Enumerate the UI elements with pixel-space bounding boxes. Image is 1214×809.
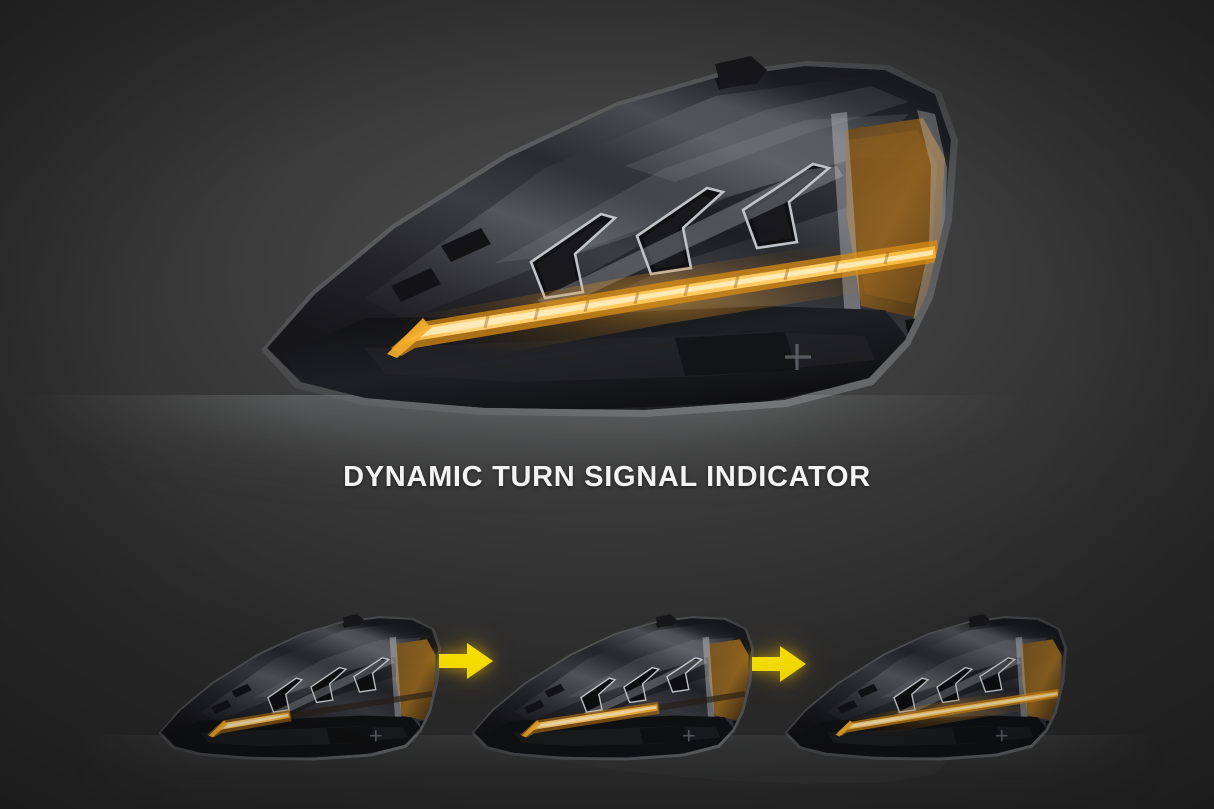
lens-facet-b — [273, 655, 428, 716]
sequence-arrow-1 — [437, 641, 495, 681]
projector-chrome-underline — [537, 166, 843, 310]
projector-chrome-underline — [270, 658, 395, 718]
lens-facet-b — [586, 655, 741, 716]
led-strip-unlit — [291, 691, 433, 719]
amber-led-strip-partial — [520, 701, 660, 738]
led-projector-cluster — [267, 657, 395, 718]
amber-led-strip-partial — [207, 709, 292, 738]
sequence-arrow-2 — [750, 644, 808, 684]
main-headlight — [245, 48, 985, 784]
lower-bezel-panel — [952, 726, 1002, 744]
led-projector-2 — [310, 666, 348, 704]
lower-bezel-panel — [326, 726, 376, 744]
led-projector-cluster — [529, 162, 843, 310]
led-projector-3 — [741, 162, 832, 250]
lens-top-highlight — [200, 622, 432, 722]
led-projector-2 — [623, 666, 661, 704]
led-strip-unlit — [659, 691, 746, 711]
adjuster-screw — [785, 344, 811, 370]
top-bracket — [342, 614, 364, 628]
led-projector-3 — [979, 657, 1017, 693]
projector-chrome-underline — [896, 658, 1021, 718]
led-projector-cluster — [580, 657, 708, 718]
mount-tab-upper-left — [231, 683, 252, 698]
adjuster-screw — [996, 730, 1008, 742]
lower-bezel-panel — [639, 726, 689, 744]
adjuster-screw — [683, 730, 695, 742]
lens-top-highlight — [513, 622, 745, 722]
top-bracket — [655, 614, 677, 628]
led-segment-ticks — [483, 251, 890, 329]
led-projector-3 — [353, 657, 391, 693]
mount-tab-left — [524, 700, 545, 714]
mount-tab-upper-left — [857, 683, 878, 698]
mount-tab-left — [837, 700, 858, 714]
adjuster-screw — [370, 730, 382, 742]
lens-facet-b — [899, 655, 1054, 716]
lens-facet-c — [625, 86, 909, 182]
led-projector-3 — [666, 657, 704, 693]
mount-tab-left — [391, 268, 441, 302]
amber-led-strip — [387, 240, 939, 358]
lens-facet-b — [545, 158, 925, 306]
mount-tab-upper-left — [544, 683, 565, 698]
lens-top-highlight — [365, 76, 935, 320]
sequence-step-3 — [778, 596, 1078, 796]
lower-bezel-panel — [675, 332, 797, 376]
page-title: DYNAMIC TURN SIGNAL INDICATOR — [343, 461, 871, 493]
led-projector-1 — [267, 677, 304, 713]
arrow-right-icon — [439, 643, 493, 679]
top-bracket — [968, 614, 990, 628]
amber-led-strip — [835, 688, 1060, 737]
arrow-right-icon — [752, 646, 806, 682]
led-projector-1 — [580, 677, 617, 713]
sequence-step-2 — [465, 596, 765, 796]
projector-chrome-underline — [583, 658, 708, 718]
mount-tab-left — [211, 700, 232, 714]
lens-top-highlight — [826, 622, 1058, 722]
sequence-step-1 — [152, 596, 452, 796]
led-projector-cluster — [893, 657, 1021, 718]
top-bracket — [715, 56, 767, 88]
mount-tab-upper-left — [441, 228, 491, 262]
